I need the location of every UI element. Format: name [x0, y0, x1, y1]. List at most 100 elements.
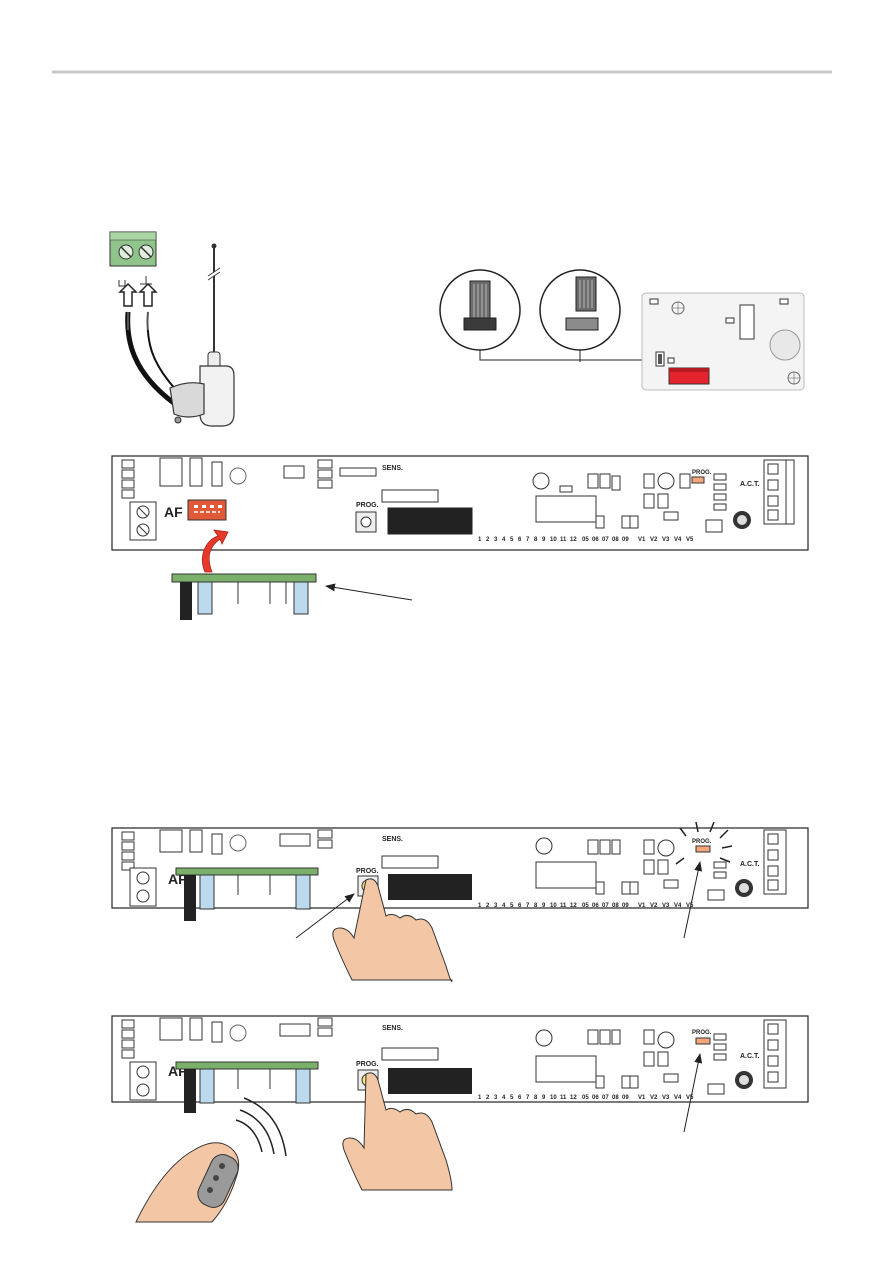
v-label: V1: [638, 903, 646, 909]
control-board-3: AF SENS. PROG. PROG. A.C.T.: [111, 1015, 809, 1113]
pointer-arrow-2: [295, 893, 355, 939]
act-label: A.C.T.: [740, 1053, 760, 1060]
receiver-card-icon: [641, 292, 805, 391]
terminal-number: 12: [570, 537, 577, 543]
terminal-number: 3: [494, 1095, 498, 1101]
v-label: V5: [686, 537, 694, 543]
hand-pointing-icon: [332, 878, 474, 982]
v-label: V4: [674, 1095, 682, 1101]
terminal-number: 11: [560, 537, 567, 543]
terminal-number: 4: [502, 903, 506, 909]
output-label: 09: [622, 537, 629, 543]
prog-led: [691, 476, 705, 484]
output-label: 08: [612, 903, 619, 909]
terminal-number: 2: [486, 537, 490, 543]
v-label: V2: [650, 903, 658, 909]
output-label: 06: [592, 1095, 599, 1101]
terminal-number: 7: [526, 537, 530, 543]
v-label: V1: [638, 1095, 646, 1101]
terminal-number: 4: [502, 1095, 506, 1101]
terminal-number: 6: [518, 537, 522, 543]
dip-switch: [388, 874, 472, 900]
prog-led-label: PROG.: [692, 1030, 712, 1036]
output-label: 07: [602, 903, 609, 909]
act-label: A.C.T.: [740, 861, 760, 868]
antenna-terminal-block: [109, 231, 179, 407]
jumper-icon: [439, 269, 658, 362]
terminal-number: 11: [560, 903, 567, 909]
v-label: V4: [674, 903, 682, 909]
terminal-number: 10: [550, 1095, 557, 1101]
terminal-number: 8: [534, 1095, 538, 1101]
pointer-arrow-1: [325, 583, 413, 601]
control-board-2: AF SENS. PROG. PROG.: [111, 821, 809, 921]
terminal-number: 10: [550, 903, 557, 909]
hand-pointing-icon: [342, 1072, 453, 1191]
v-label: V2: [650, 1095, 658, 1101]
terminal-number: 5: [510, 903, 514, 909]
terminal-number: 11: [560, 1095, 567, 1101]
pointer-arrow-3: [683, 861, 703, 939]
terminal-number: 2: [486, 1095, 490, 1101]
sens-label: SENS.: [382, 836, 403, 843]
prog-label: PROG.: [356, 502, 379, 509]
terminal-number: 8: [534, 537, 538, 543]
output-label: 09: [622, 903, 629, 909]
terminal-number: 2: [486, 903, 490, 909]
act-label: A.C.T.: [740, 481, 760, 488]
antenna-icon: [169, 243, 235, 427]
terminal-number: 8: [534, 903, 538, 909]
dip-switch: [387, 507, 473, 535]
terminal-number: 7: [526, 903, 530, 909]
output-label: 07: [602, 1095, 609, 1101]
prog-label: PROG.: [356, 868, 379, 875]
prog-led-label: PROG.: [692, 470, 712, 476]
v-label: V3: [662, 537, 670, 543]
terminal-number: 9: [542, 903, 546, 909]
terminal-number: 4: [502, 537, 506, 543]
prog-led: [695, 845, 711, 853]
af-label: AF: [164, 504, 183, 520]
terminal-number: 1: [478, 537, 482, 543]
pointer-arrow-4: [683, 1053, 703, 1133]
prog-led-label: PROG.: [692, 839, 712, 845]
terminal-number: 1: [478, 1095, 482, 1101]
terminal-numbers-3: 1 2 3 4 5 6 7 8 9 10 11 12 05 06 07 08 0…: [478, 1095, 694, 1101]
output-label: 05: [582, 537, 589, 543]
prog-led: [695, 1037, 711, 1045]
v-label: V5: [686, 1095, 694, 1101]
insert-arrow: [201, 529, 229, 573]
prog-label: PROG.: [356, 1061, 379, 1068]
remote-control-icon: [135, 1097, 287, 1223]
terminal-number: 5: [510, 1095, 514, 1101]
terminal-number: 3: [494, 903, 498, 909]
v-label: V3: [662, 1095, 670, 1101]
sens-label: SENS.: [382, 1025, 403, 1032]
output-label: 06: [592, 903, 599, 909]
v-label: V2: [650, 537, 658, 543]
terminal-number: 7: [526, 1095, 530, 1101]
v-label: V1: [638, 537, 646, 543]
output-label: 06: [592, 537, 599, 543]
output-label: 08: [612, 1095, 619, 1101]
terminal-numbers-2: 1 2 3 4 5 6 7 8 9 10 11 12 05 06 07 08 0…: [478, 903, 694, 909]
terminal-number: 9: [542, 537, 546, 543]
terminal-numbers-1: 1 2 3 4 5 6 7 8 9 10 11 12 05 06 07 08 0…: [478, 537, 694, 543]
dip-switch: [388, 1068, 472, 1094]
terminal-number: 1: [478, 903, 482, 909]
terminal-number: 5: [510, 537, 514, 543]
output-label: 09: [622, 1095, 629, 1101]
v-label: V3: [662, 903, 670, 909]
output-label: 05: [582, 903, 589, 909]
terminal-number: 6: [518, 903, 522, 909]
sens-label: SENS.: [382, 465, 403, 472]
control-board-1: AF SENS. PROG. PRO: [111, 455, 809, 551]
v-label: V4: [674, 537, 682, 543]
terminal-number: 10: [550, 537, 557, 543]
terminal-number: 6: [518, 1095, 522, 1101]
terminal-number: 12: [570, 903, 577, 909]
output-label: 08: [612, 537, 619, 543]
receiver-module-1: [171, 573, 317, 620]
terminal-number: 3: [494, 537, 498, 543]
